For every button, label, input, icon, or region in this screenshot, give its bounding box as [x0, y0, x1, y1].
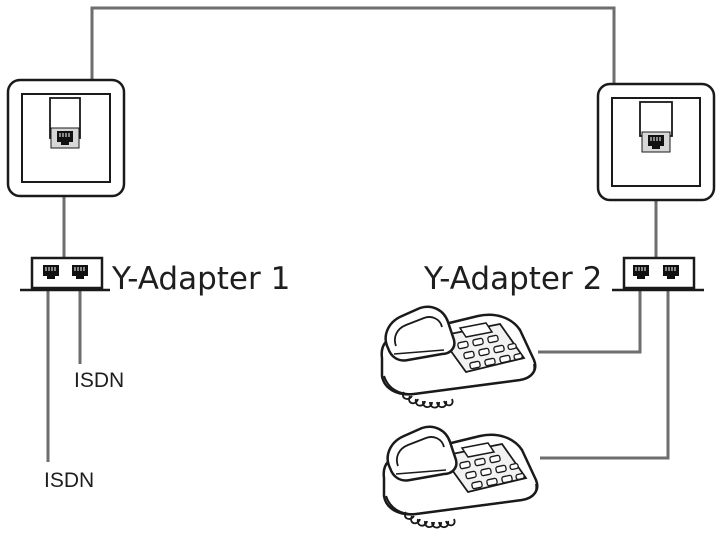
desk-telephone-icon: [382, 425, 539, 529]
adapter2-to-phone2-line: [540, 288, 670, 460]
y-adapter-2-label: Y-Adapter 2: [423, 261, 602, 297]
wall-socket-2: [596, 82, 716, 202]
y-adapter-2: [612, 256, 704, 292]
isdn-lower-label: ISDN: [44, 469, 94, 492]
desk-telephone-icon: [380, 305, 537, 409]
telephone-1: [380, 305, 537, 409]
y-adapter-1: [20, 256, 110, 292]
socket-to-socket-line: [90, 6, 616, 84]
y-adapter-1-label: Y-Adapter 1: [111, 261, 290, 297]
connection-lines: [46, 6, 670, 462]
adapter2-to-phone1-line: [538, 288, 642, 354]
telephone-2: [382, 425, 539, 529]
isdn-upper-label: ISDN: [74, 369, 124, 392]
wall-socket-1: [6, 78, 126, 198]
